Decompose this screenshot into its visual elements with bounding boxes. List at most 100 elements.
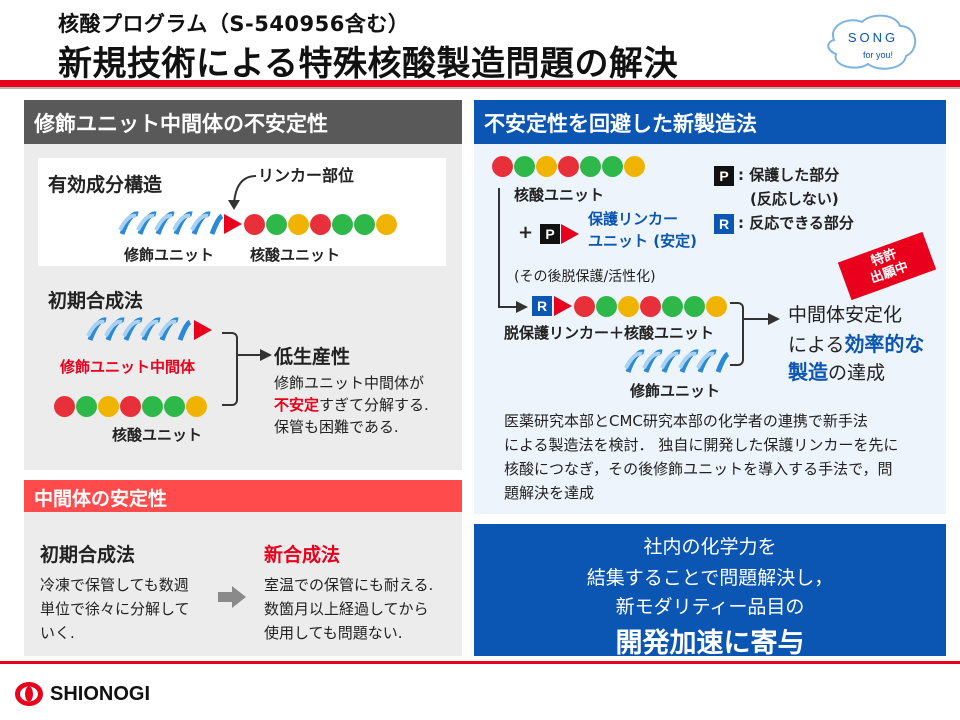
protected-linker-triangle <box>561 224 579 244</box>
nucleotide-bead <box>98 396 119 417</box>
nucleotide-bead <box>602 156 623 177</box>
nucleotide-bead <box>640 296 661 317</box>
nucleotide-bead <box>310 214 331 235</box>
conclusion-line-2: 結集することで問題解決し， <box>586 567 834 589</box>
result-line-3-suffix: の達成 <box>828 362 886 384</box>
nucleotide-bead <box>266 214 287 235</box>
active-structure-title: 有効成分構造 <box>48 174 163 196</box>
process-body-1: 医薬研究本部とCMC研究本部の化学者の連携で新手法 <box>504 412 868 430</box>
nucleotide-bead <box>580 156 601 177</box>
nucleotide-bead <box>514 156 535 177</box>
nuc-unit-label-new: 核酸ユニット <box>514 186 605 204</box>
nucleotide-bead <box>536 156 557 177</box>
new-method-line-3: 使用しても問題ない. <box>264 624 403 642</box>
nucleotide-bead <box>288 214 309 235</box>
modification-unit-coil-new <box>624 349 730 373</box>
shionogi-logo: SHIONOGI <box>14 680 150 708</box>
deprotected-label: 脱保護リンカー＋核酸ユニット <box>504 324 715 342</box>
intermediate-coil <box>86 317 192 341</box>
nucleotide-bead <box>684 296 705 317</box>
new-method-line-2: 数箇月以上経過してから <box>264 600 429 618</box>
process-body-2: による製造法を検討． 独自に開発した保護リンカーを先に <box>504 436 899 454</box>
shionogi-mark-icon <box>15 682 43 706</box>
nucleotide-bead <box>164 396 185 417</box>
mod-unit-label: 修飾ユニット <box>124 246 215 264</box>
instability-desc-3: 保管も困難である. <box>274 418 399 436</box>
legend-r-badge: R <box>714 214 734 234</box>
active-structure-box <box>38 158 446 266</box>
result-line-2: による効率的な <box>788 328 924 357</box>
conclusion-line-3: 新モダリティー品目の <box>615 596 805 618</box>
new-method-line-1: 室温での保管にも耐える. <box>264 576 434 594</box>
linker-label: リンカー部位 <box>258 166 355 185</box>
instability-desc-2: 不安定すぎて分解する. <box>274 394 429 415</box>
nucleotide-bead <box>76 396 97 417</box>
nuc-unit-label: 核酸ユニット <box>250 246 341 264</box>
linker-arrow <box>228 175 257 210</box>
nucleotide-bead <box>706 296 727 317</box>
new-process-panel-header: 不安定性を回避した新製造法 <box>474 100 946 144</box>
protected-badge: P <box>540 224 560 244</box>
low-yield-title: 低生産性 <box>274 346 351 368</box>
legend-p-text-2: (反応しない) <box>750 190 839 208</box>
nucleotide-bead <box>558 156 579 177</box>
page-subtitle: 核酸プログラム（S-540956含む） <box>58 12 410 36</box>
logo-foryou-text: for you! <box>863 50 893 60</box>
nucleotide-bead <box>120 396 141 417</box>
nucleic-acid-beads-deprotected <box>574 296 774 318</box>
old-method-line-1: 冷凍で保管しても数週 <box>40 576 189 594</box>
logo-song-text: SONG <box>848 30 898 45</box>
result-line-1: 中間体安定化 <box>788 304 903 326</box>
conclusion-line-1: 社内の化学力を <box>643 536 777 558</box>
result-arrow <box>238 349 272 361</box>
conclusion-panel: 社内の化学力を 結集することで問題解決し， 新モダリティー品目の 開発加速に寄与 <box>474 524 946 659</box>
process-body-4: 題解決を達成 <box>504 484 595 502</box>
instability-panel-header: 修飾ユニット中間体の不安定性 <box>24 100 462 144</box>
reactive-linker-triangle <box>554 296 572 316</box>
footer-rule <box>0 661 960 664</box>
result-line-3: 製造の達成 <box>788 356 885 385</box>
unstable-desc: すぎて分解する. <box>319 396 429 414</box>
nucleotide-bead <box>596 296 617 317</box>
nucleic-acid-beads <box>244 214 444 236</box>
protected-linker-label-1: 保護リンカー <box>588 210 679 228</box>
comparison-arrow-icon <box>218 586 246 608</box>
linker-triangle <box>224 214 242 234</box>
modification-unit-coil <box>118 211 224 235</box>
nucleotide-bead <box>354 214 375 235</box>
old-method-line-3: いく. <box>40 624 75 642</box>
nucleotide-bead <box>376 214 397 235</box>
page-title: 新規技術による特殊核酸製造問題の解決 <box>58 44 678 84</box>
flow-arrow <box>498 301 528 313</box>
result-line-2-prefix: による <box>788 334 845 356</box>
nucleotide-bead <box>574 296 595 317</box>
stability-panel-header: 中間体の安定性 <box>24 480 462 512</box>
reactive-badge: R <box>532 296 552 316</box>
process-body-3: 核酸につなぎ，その後修飾ユニットを導入する手法で，問 <box>504 460 893 478</box>
nucleotide-bead <box>244 214 265 235</box>
new-combine-bracket <box>730 302 744 366</box>
efficient-emphasis: 効率的な <box>844 332 925 356</box>
nucleotide-bead <box>492 156 513 177</box>
song-logo: SONG for you! <box>826 14 920 72</box>
header-rule <box>0 80 960 87</box>
protected-linker-label-2: ユニット (安定) <box>588 232 697 250</box>
nucleic-acid-beads-new <box>492 156 692 178</box>
manufacture-emphasis: 製造 <box>788 360 828 384</box>
old-method-title: 初期合成法 <box>40 544 136 566</box>
initial-method-title: 初期合成法 <box>48 290 144 312</box>
instability-desc-1: 修飾ユニット中間体が <box>274 374 425 392</box>
new-result-arrow <box>744 313 780 325</box>
legend-r-text: : 反応できる部分 <box>738 214 854 232</box>
legend-p-text-1: : 保護した部分 <box>738 166 840 184</box>
nucleotide-bead <box>332 214 353 235</box>
later-note: (その後脱保護/活性化) <box>514 269 656 285</box>
nucleotide-bead <box>186 396 207 417</box>
nucleotide-bead <box>54 396 75 417</box>
plus-sign: + <box>518 222 534 243</box>
company-name: SHIONOGI <box>50 682 151 705</box>
nucleic-acid-beads-initial <box>54 396 224 418</box>
header-rule-shadow <box>0 87 960 89</box>
intermediate-linker-triangle <box>194 320 212 340</box>
nucleotide-bead <box>624 156 645 177</box>
